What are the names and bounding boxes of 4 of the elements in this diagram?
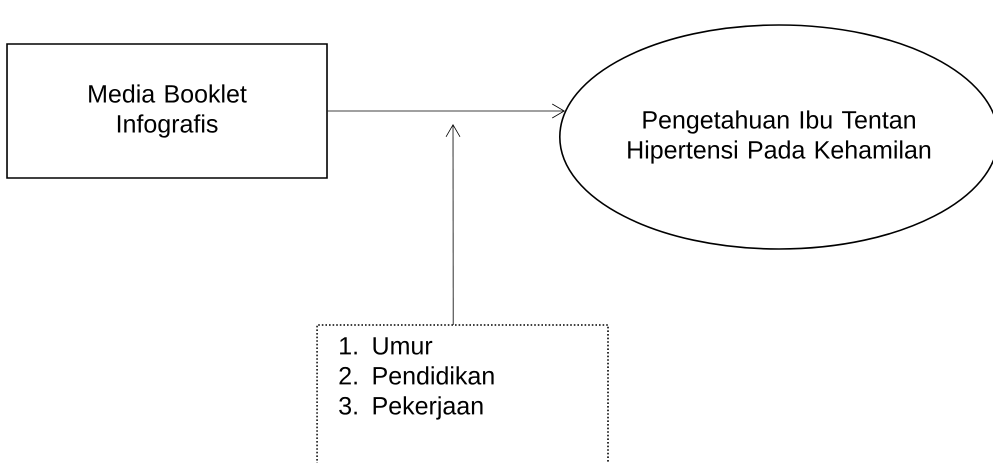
factor-box: 1. Umur 2. Pendidikan 3. Pekerjaan bbox=[316, 324, 609, 463]
process-box: Media Booklet Infografis bbox=[6, 43, 328, 179]
arrow bbox=[327, 104, 565, 118]
arrow bbox=[446, 124, 460, 326]
